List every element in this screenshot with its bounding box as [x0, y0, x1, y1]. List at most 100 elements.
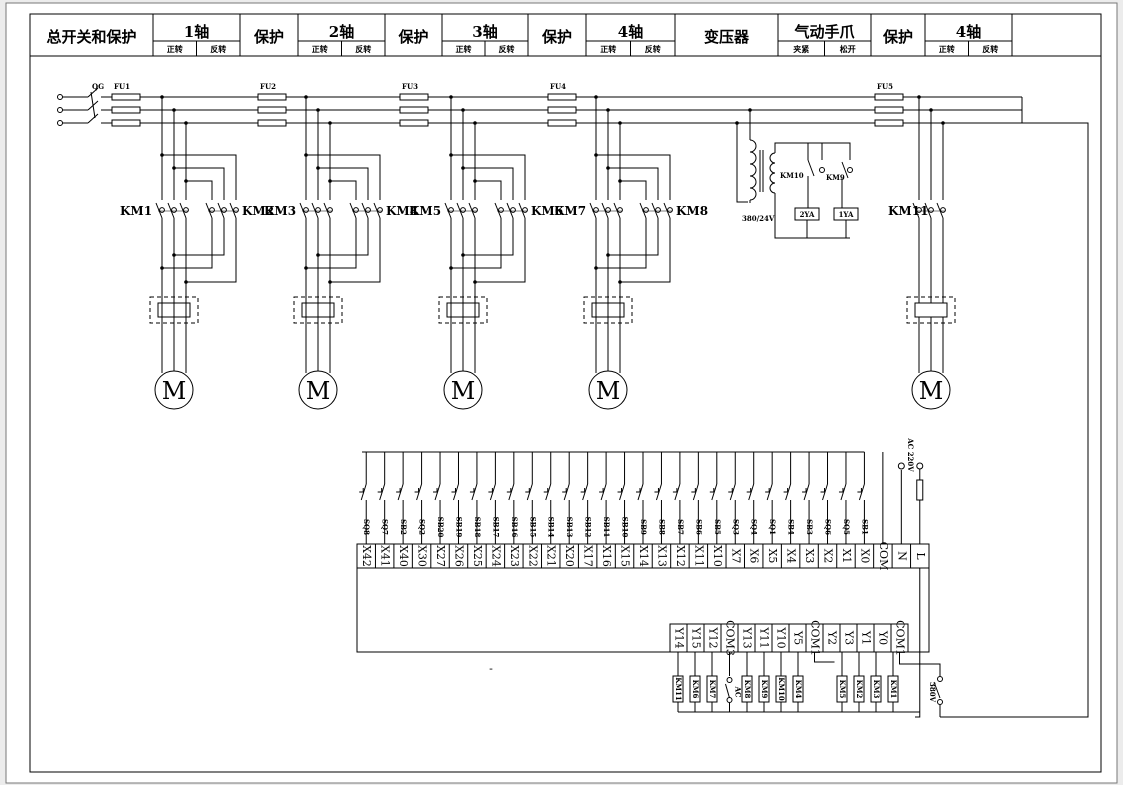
button-actuator: [838, 488, 844, 493]
button-label: SQ6: [824, 519, 833, 535]
input-terminal: X16: [600, 545, 613, 567]
button-actuator: [746, 488, 752, 493]
input-pushbutton: SB5: [709, 452, 722, 544]
output-coil: KM8: [741, 652, 753, 712]
wire: [330, 240, 381, 283]
terminal-circle: [940, 207, 946, 213]
coil-label: KM7: [708, 680, 717, 699]
output-terminal: Y5: [792, 630, 805, 645]
contactor-label: KM8: [676, 204, 708, 218]
fuse: [111, 119, 141, 127]
button-label: SB5: [713, 519, 722, 535]
coil-label: KM2: [855, 680, 864, 699]
terminal-circle: [819, 167, 825, 173]
input-pushbutton: SB8: [654, 452, 666, 544]
terminal-circle: [897, 462, 905, 470]
overload-relay: [906, 296, 956, 324]
wire: [814, 652, 835, 663]
wire: [915, 568, 921, 718]
wire: [736, 123, 748, 203]
terminal-circle: [159, 207, 165, 213]
fuse: [399, 93, 429, 101]
contactor-contact: [924, 202, 932, 219]
header-frame: [29, 13, 1102, 57]
output-coil: KM4: [792, 652, 804, 712]
contactor-contact: [217, 202, 225, 219]
output-coil: KM6: [689, 652, 701, 712]
header-title: 保护: [882, 28, 913, 46]
button-actuator: [433, 488, 438, 493]
input-terminal: X11: [692, 545, 705, 567]
terminal-circle: [472, 207, 478, 213]
button-label: SB8: [657, 519, 666, 535]
terminal-circle: [57, 107, 63, 113]
junction-dot: [304, 153, 308, 157]
input-terminal: N: [895, 551, 908, 561]
terminal-circle: [605, 207, 611, 213]
coil-label: KM9: [760, 680, 769, 699]
input-terminal: X20: [563, 545, 576, 567]
input-pushbutton: SB19: [451, 452, 463, 544]
coil-label: KM11: [674, 677, 683, 701]
fuse: [547, 119, 577, 127]
input-terminal: X25: [471, 545, 484, 567]
stray-mark: -: [489, 662, 493, 675]
motor: [443, 370, 483, 410]
header-title: 变压器: [704, 28, 750, 46]
ac-supply-label: AC 220V: [906, 437, 915, 472]
fuse-label: FU3: [402, 82, 418, 91]
fuse: [399, 106, 429, 114]
fuse: [547, 93, 577, 101]
input-pushbutton: SB7: [672, 452, 685, 544]
input-terminal: X41: [379, 545, 392, 567]
input-pushbutton: SB14: [543, 452, 556, 544]
output-coil: KM7: [706, 652, 718, 712]
button-label: SQ7: [381, 519, 390, 535]
input-pushbutton: SQ7: [377, 452, 390, 544]
header-subtitle: 正转: [312, 44, 328, 54]
button-label: SQ1: [768, 519, 777, 535]
wire: [475, 180, 502, 200]
button-label: SB11: [602, 517, 611, 538]
coil-switch: [933, 681, 941, 699]
button-actuator: [506, 488, 512, 493]
button-label: SQ3: [731, 519, 740, 535]
wire: [608, 240, 659, 256]
contactor-contact: [155, 202, 163, 219]
contactor-contact: [912, 202, 920, 219]
terminal-circle: [522, 207, 528, 213]
input-terminal: X2: [822, 549, 835, 564]
button-label: SB3: [805, 519, 814, 535]
terminal-circle: [365, 207, 371, 213]
output-terminal: Y12: [707, 626, 720, 648]
button-actuator: [857, 488, 862, 493]
terminal-circle: [498, 207, 504, 213]
header-title: 总开关和保护: [46, 28, 136, 46]
motor: [911, 370, 951, 410]
contactor-contact: [506, 202, 514, 219]
output-terminal: Y1: [860, 630, 873, 645]
button-label: SB4: [787, 519, 796, 535]
output-terminal: Y2: [826, 630, 839, 645]
transformer-primary: [749, 175, 757, 189]
input-terminal: X1: [840, 549, 853, 564]
terminal-circle: [937, 699, 943, 705]
terminal-circle: [171, 207, 177, 213]
button-actuator: [488, 488, 493, 493]
header-title: 保护: [397, 28, 428, 46]
input-pushbutton: SQ4: [746, 452, 759, 544]
terminal-circle: [510, 207, 516, 213]
voltage-label: 380/24V: [742, 214, 775, 223]
wire: [186, 240, 237, 283]
terminal-circle: [655, 207, 661, 213]
thermal-element: [914, 302, 948, 318]
junction-dot: [160, 153, 164, 157]
wire: [608, 167, 659, 200]
output-terminal: Y11: [758, 626, 771, 648]
wire: [318, 240, 369, 256]
terminal-circle: [726, 677, 733, 683]
